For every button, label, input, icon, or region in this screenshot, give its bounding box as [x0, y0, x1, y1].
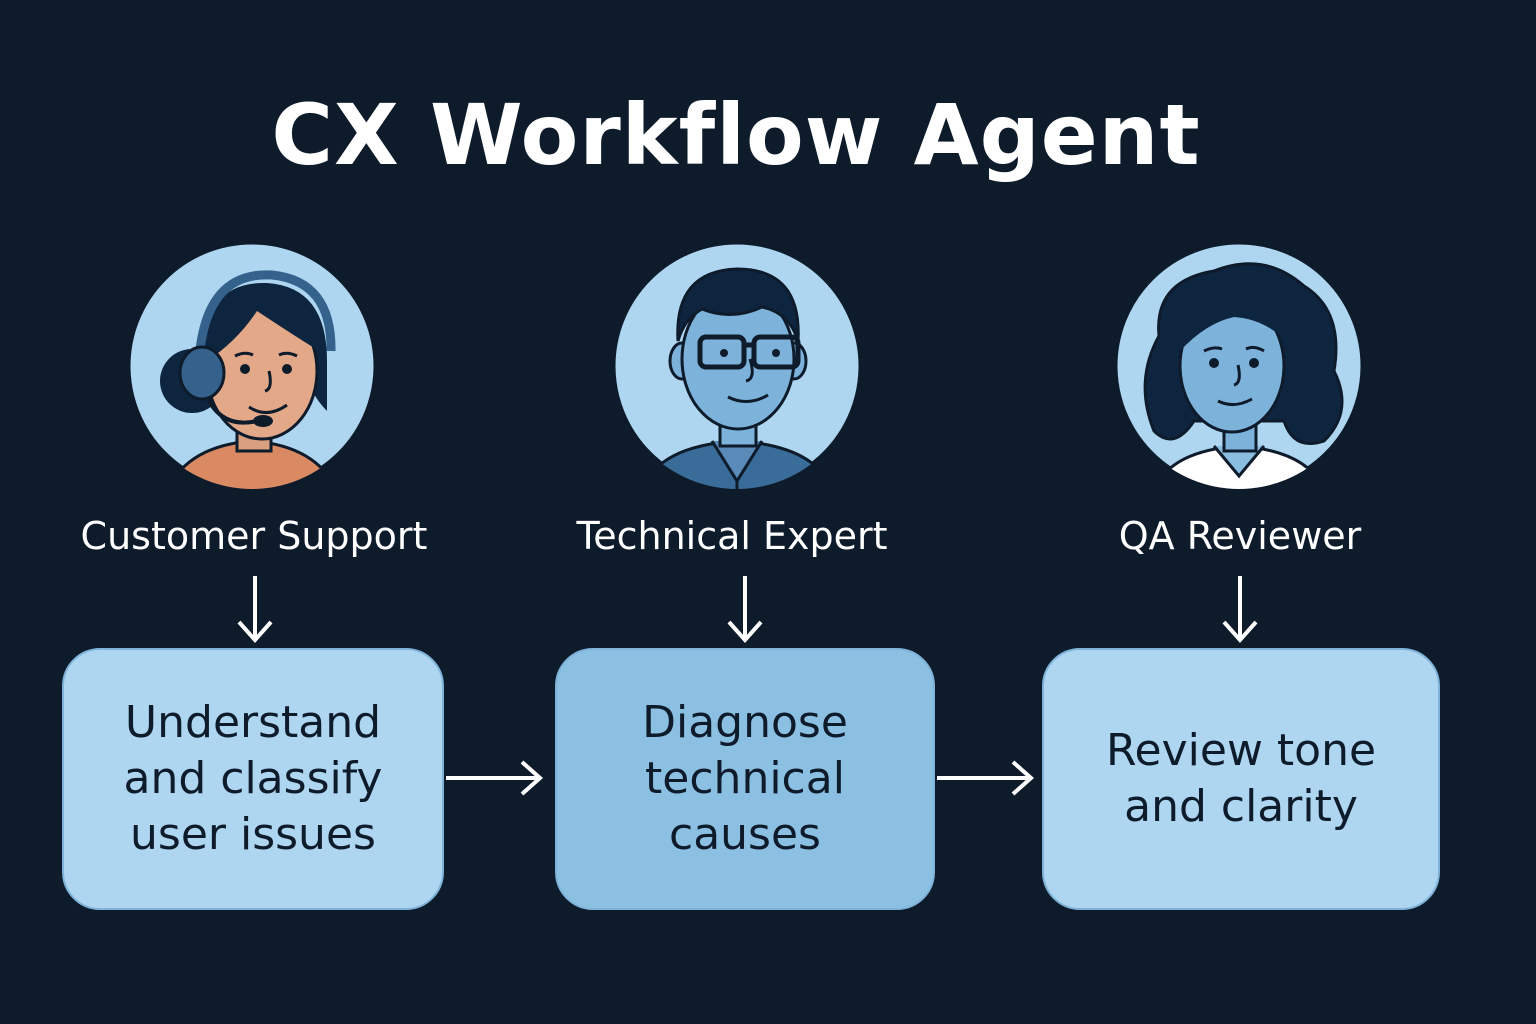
stage-text: Diagnose technical causes: [642, 697, 848, 860]
arrow-down-icon: [235, 574, 275, 644]
stage-box-classify: Understand and classify user issues: [62, 648, 444, 910]
stage-box-review: Review tone and clarity: [1042, 648, 1440, 910]
page-title: CX Workflow Agent: [271, 86, 1201, 184]
arrow-down-icon: [725, 574, 765, 644]
arrow-right-icon: [935, 758, 1035, 798]
role-label-technical-expert: Technical Expert: [576, 514, 888, 558]
stage-text: Understand and classify user issues: [123, 697, 383, 860]
stage-box-diagnose: Diagnose technical causes: [555, 648, 935, 910]
role-label-customer-support: Customer Support: [80, 514, 428, 558]
arrow-down-icon: [1220, 574, 1260, 644]
stage-text: Review tone and clarity: [1105, 725, 1377, 832]
technical-expert-glasses-icon: [612, 241, 862, 491]
support-agent-headset-icon: [127, 241, 377, 491]
role-label-qa-reviewer: QA Reviewer: [1118, 514, 1362, 558]
qa-reviewer-icon: [1114, 241, 1364, 491]
arrow-right-icon: [444, 758, 544, 798]
